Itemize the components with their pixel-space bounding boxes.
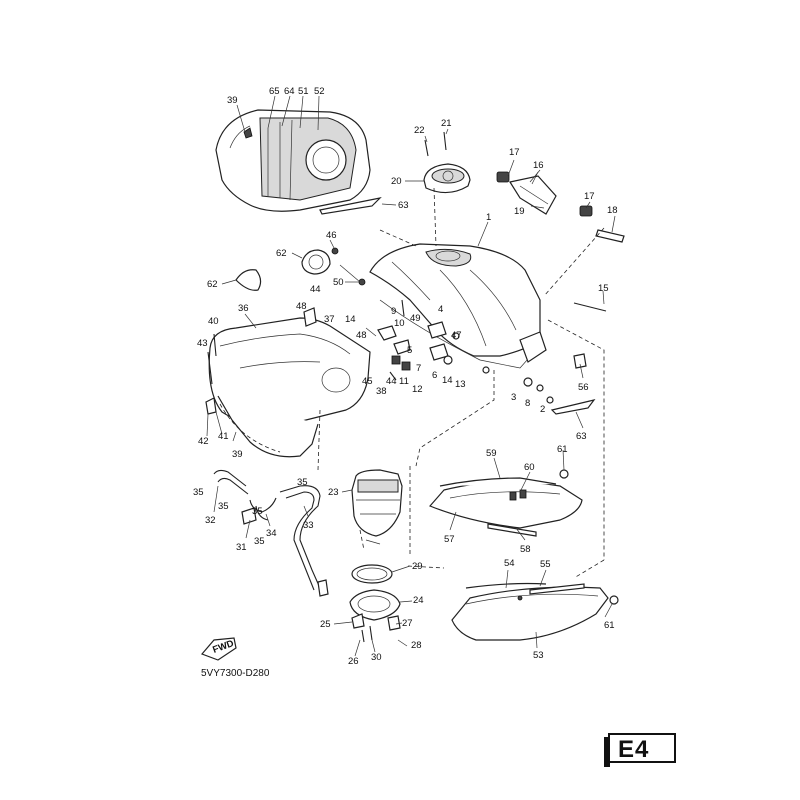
side-panel-lower	[451, 582, 619, 641]
callout: 39	[227, 95, 238, 106]
callout: 38	[376, 386, 387, 397]
callout: 21	[441, 118, 452, 129]
page-tag: E4	[608, 733, 676, 763]
fuel-pump	[349, 466, 445, 643]
guide-lines	[317, 187, 605, 579]
callout: 23	[328, 487, 339, 498]
callout: 43	[197, 338, 208, 349]
callout: 35	[297, 477, 308, 488]
callout: 51	[298, 86, 309, 97]
callout-labels: 39 65 64 51 52 63 22 21 20 17 16 17 19 1…	[193, 86, 618, 667]
callout: 25	[320, 619, 331, 630]
callout: 36	[238, 303, 249, 314]
callout: 17	[584, 191, 595, 202]
callout: 62	[276, 248, 287, 259]
callout: 54	[504, 558, 515, 569]
side-panel-upper	[428, 469, 583, 537]
callout: 30	[371, 652, 382, 663]
callout: 15	[598, 283, 609, 294]
callout: 24	[413, 595, 424, 606]
callout-lead-lines	[206, 128, 616, 657]
callout: 58	[520, 544, 531, 555]
callout: 50	[333, 277, 344, 288]
callout: 52	[314, 86, 325, 97]
callout: 55	[540, 559, 551, 570]
callout: 60	[524, 462, 535, 473]
callout: 28	[411, 640, 422, 651]
callout: 26	[348, 656, 359, 667]
callout: 1	[486, 212, 491, 223]
callout: 20	[391, 176, 402, 187]
callout: 53	[533, 650, 544, 661]
callout: 13	[455, 379, 466, 390]
callout: 62	[207, 279, 218, 290]
callout: 37	[324, 314, 335, 325]
callout: 31	[236, 542, 247, 553]
page-tag-shadow	[604, 737, 610, 767]
callout: 56	[578, 382, 589, 393]
callout: 47	[451, 330, 462, 341]
callout: 48	[356, 330, 367, 341]
callout: 7	[416, 363, 421, 374]
callout: 35	[252, 506, 263, 517]
cover-lead-lines	[236, 95, 320, 133]
callout: 46	[326, 230, 337, 241]
callout: 2	[540, 404, 545, 415]
callout: 33	[303, 520, 314, 531]
callout: 35	[254, 536, 265, 547]
callout: 9	[391, 306, 396, 317]
callout: 65	[269, 86, 280, 97]
callout: 40	[208, 316, 219, 327]
callout: 10	[394, 318, 405, 329]
callout: 44	[386, 376, 397, 387]
lower-shroud	[205, 269, 371, 458]
callout: 22	[414, 125, 425, 136]
callout: 8	[525, 398, 530, 409]
callout: 4	[438, 304, 443, 315]
callout: 16	[533, 160, 544, 171]
tank-fittings	[301, 247, 607, 404]
callout: 57	[444, 534, 455, 545]
drawing-code: 5VY7300-D280	[201, 668, 270, 679]
callout: 11	[399, 376, 409, 387]
page-tag-label: E4	[618, 736, 650, 763]
callout: 27	[402, 618, 413, 629]
fuel-hoses	[213, 469, 329, 597]
trim-strip-top	[319, 197, 382, 215]
callout: 32	[205, 515, 216, 526]
callout: 17	[509, 147, 520, 158]
callout: 29	[412, 561, 423, 572]
callout: 41	[218, 431, 229, 442]
fwd-arrow-icon: FWD	[200, 637, 237, 661]
callout: 35	[218, 501, 229, 512]
trim-strip-right	[550, 399, 596, 415]
callout: 12	[412, 384, 423, 395]
callout: 14	[442, 375, 453, 386]
callout: 42	[198, 436, 209, 447]
callout: 49	[410, 313, 421, 324]
fuel-cap-assembly	[405, 131, 471, 194]
callout: 14	[345, 314, 356, 325]
callout: 44	[310, 284, 321, 295]
callout: 6	[432, 370, 437, 381]
callout: 39	[232, 449, 243, 460]
callout: 19	[514, 206, 525, 217]
callout: 34	[266, 528, 277, 539]
tank-cover-assembly	[215, 109, 371, 212]
callout: 35	[193, 487, 204, 498]
callout: 45	[362, 376, 373, 387]
callout: 59	[486, 448, 497, 459]
callout: 18	[607, 205, 618, 216]
callout: 48	[296, 301, 307, 312]
callout: 63	[576, 431, 587, 442]
callout: 63	[398, 200, 409, 211]
side-bracket-assembly	[496, 169, 625, 243]
callout: 61	[604, 620, 615, 631]
callout: 64	[284, 86, 295, 97]
fuel-tank	[369, 243, 547, 369]
callout: 61	[557, 444, 568, 455]
callout: 5	[407, 345, 412, 356]
callout: 3	[511, 392, 516, 403]
